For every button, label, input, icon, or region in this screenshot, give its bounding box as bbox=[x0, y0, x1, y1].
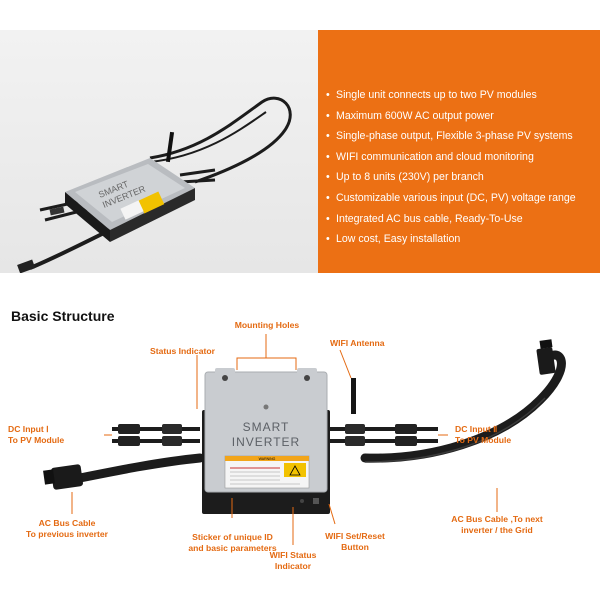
section-title: Basic Structure bbox=[11, 308, 115, 324]
wifi-antenna bbox=[351, 378, 356, 414]
ac-bus-cable-prev bbox=[75, 453, 205, 483]
device-brand-line2: INVERTER bbox=[232, 435, 300, 449]
feature-item: •Maximum 600W AC output power bbox=[326, 109, 494, 122]
label-dc-input-2: DC Input Ⅱ To PV Module bbox=[455, 424, 512, 445]
product-photo: SMART INVERTER bbox=[17, 96, 292, 273]
wifi-reset-button bbox=[313, 498, 319, 504]
feature-item: •Customizable various input (DC, PV) vol… bbox=[326, 191, 576, 204]
ac-connector-next bbox=[536, 347, 556, 375]
label-sticker: Sticker of unique ID and basic parameter… bbox=[188, 532, 277, 553]
dc-connector-2a bbox=[395, 424, 417, 434]
label-dc-input-1: DC Input Ⅰ To PV Module bbox=[8, 424, 65, 445]
mounting-hole bbox=[222, 375, 228, 381]
label-status-indicator: Status Indicator bbox=[150, 346, 215, 356]
label-ac-bus-next: AC Bus Cable ,To next inverter / the Gri… bbox=[451, 514, 543, 535]
feature-item: •Integrated AC bus cable, Ready-To-Use bbox=[326, 212, 523, 225]
label-ac-bus-prev: AC Bus Cable To previous inverter bbox=[26, 518, 108, 539]
ac-connector-prev bbox=[51, 464, 83, 490]
feature-item: •Single unit connects up to two PV modul… bbox=[326, 89, 537, 101]
label-wifi-set-reset: WIFI Set/Reset Button bbox=[325, 531, 385, 552]
status-led bbox=[263, 404, 269, 410]
label-wifi-status: WIFI Status Indicator bbox=[269, 550, 317, 571]
device-brand-line1: SMART bbox=[243, 420, 290, 434]
label-mounting-holes: Mounting Holes bbox=[234, 320, 300, 330]
label-wifi-antenna: WIFI Antenna bbox=[330, 338, 385, 348]
feature-list: •Single unit connects up to two PV modul… bbox=[326, 85, 596, 250]
ac-bus-cable-next bbox=[360, 350, 566, 463]
dc-connector-2b bbox=[395, 436, 417, 446]
feature-item: •Low cost, Easy installation bbox=[326, 233, 461, 246]
dc-connector-1a bbox=[118, 424, 140, 434]
svg-text:WARNING: WARNING bbox=[259, 457, 276, 461]
mounting-hole bbox=[304, 375, 310, 381]
dc-connector-1b bbox=[118, 436, 140, 446]
features-panel bbox=[318, 30, 600, 273]
wifi-status-led bbox=[300, 499, 304, 503]
feature-item: •Single-phase output, Flexible 3-phase P… bbox=[326, 130, 573, 143]
product-photo-panel: SMART INVERTER bbox=[0, 30, 318, 273]
warning-sticker bbox=[284, 463, 306, 477]
feature-item: •Up to 8 units (230V) per branch bbox=[326, 171, 484, 184]
feature-item: •WIFI communication and cloud monitoring bbox=[326, 150, 534, 163]
